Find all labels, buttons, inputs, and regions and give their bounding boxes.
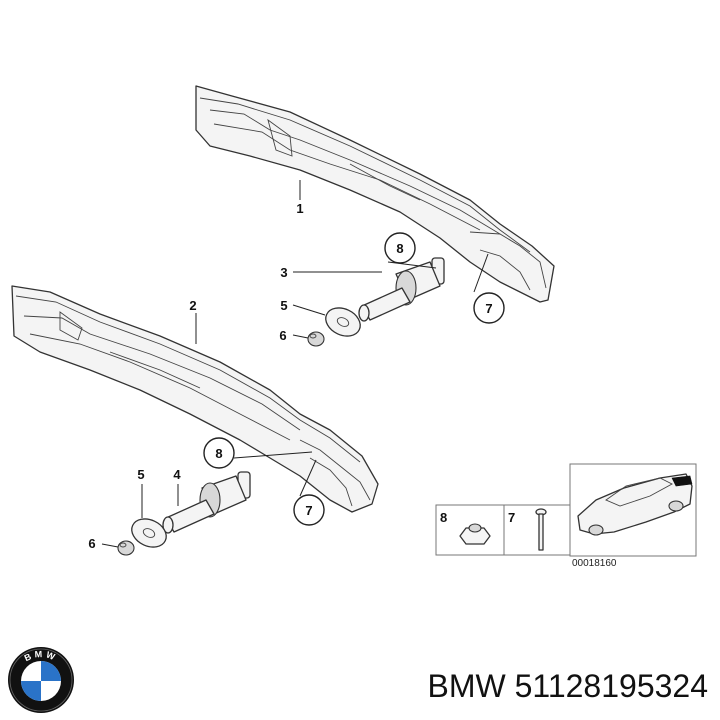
legend-box: 8 7 00018160 bbox=[435, 463, 697, 569]
deformation-element-upper bbox=[358, 257, 445, 322]
bolt-icon bbox=[535, 508, 547, 551]
footer-brand: BMW 51128195324 bbox=[428, 668, 708, 704]
car-location-icon bbox=[577, 473, 693, 536]
callout-8-upper-label: 8 bbox=[396, 241, 403, 256]
callout-7-upper-label: 7 bbox=[485, 301, 492, 316]
logo-text: BMW bbox=[23, 649, 56, 663]
callout-3: 3 bbox=[280, 265, 287, 280]
callout-7-lower-label: 7 bbox=[305, 503, 312, 518]
bmw-roundel-icon: BMW bbox=[8, 647, 74, 713]
callout-6-lower: 6 bbox=[88, 536, 95, 551]
legend-item-8: 8 bbox=[440, 510, 447, 525]
callout-8-upper: 8 bbox=[384, 232, 416, 264]
callout-5-lower: 5 bbox=[137, 467, 144, 482]
svg-text:BMW: BMW bbox=[23, 649, 59, 663]
cap-upper bbox=[307, 331, 325, 347]
gasket-upper bbox=[325, 307, 361, 337]
callout-5-upper: 5 bbox=[280, 298, 287, 313]
callout-7-lower: 7 bbox=[293, 494, 325, 526]
bumper-carrier-upper bbox=[195, 85, 555, 303]
gasket-lower bbox=[131, 518, 167, 548]
callout-2: 2 bbox=[189, 298, 196, 313]
diagram-reference-number: 00018160 bbox=[572, 558, 617, 569]
callout-4: 4 bbox=[173, 467, 181, 482]
deformation-element-lower bbox=[162, 471, 251, 534]
bumper-carrier-lower bbox=[11, 285, 379, 513]
footer-part-number: 51128195324 bbox=[515, 668, 708, 704]
footer-brand-name: BMW bbox=[428, 668, 507, 704]
legend-item-7: 7 bbox=[508, 510, 515, 525]
callout-7-upper: 7 bbox=[473, 292, 505, 324]
callout-8-lower-label: 8 bbox=[215, 446, 222, 461]
callout-6-upper: 6 bbox=[279, 328, 286, 343]
callout-1: 1 bbox=[296, 201, 303, 216]
callouts: 1 2 3 5 6 4 5 6 8 7 8 7 bbox=[88, 201, 505, 551]
callout-8-lower: 8 bbox=[203, 437, 235, 469]
hex-nut-icon bbox=[459, 523, 491, 545]
cap-lower bbox=[117, 540, 135, 556]
